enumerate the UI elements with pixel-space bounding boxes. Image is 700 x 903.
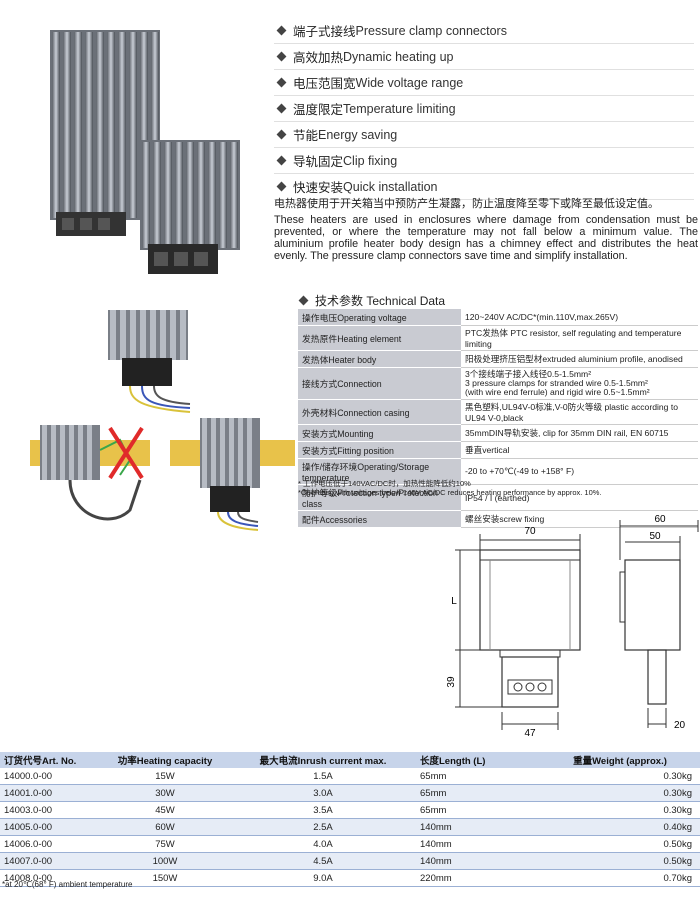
- wiring-diagram: [30, 310, 295, 531]
- footnote: *at 20℃(68° F) ambient temperature: [2, 880, 133, 889]
- diamond-bullet-icon: [276, 129, 287, 140]
- diamond-bullet-icon: [276, 25, 287, 36]
- diamond-bullet-icon: [276, 181, 287, 192]
- diamond-bullet-icon: [276, 77, 287, 88]
- table-header-row: 订货代号Art. No. 功率Heating capacity 最大电流Inru…: [0, 752, 700, 768]
- order-table: 订货代号Art. No. 功率Heating capacity 最大电流Inru…: [0, 752, 700, 887]
- dim-39: 39: [446, 676, 457, 688]
- dim-47: 47: [524, 728, 536, 739]
- tech-notes: * 工作电压低于140VAC/DC时，加热性能降低约10% *Operating…: [298, 479, 602, 497]
- table-row: 操作/储存环境Operating/Storage temperature-20 …: [298, 458, 698, 485]
- diamond-bullet-icon: [298, 295, 309, 306]
- diamond-bullet-icon: [276, 155, 287, 166]
- tech-data-title: 技术参数 Technical Data: [298, 292, 445, 309]
- intro-en: These heaters are used in enclosures whe…: [274, 214, 698, 262]
- dim-60: 60: [654, 514, 666, 525]
- dim-50: 50: [649, 531, 661, 542]
- dim-L: L: [451, 596, 457, 607]
- dim-20: 20: [674, 720, 686, 731]
- diamond-bullet-icon: [276, 103, 287, 114]
- diamond-bullet-icon: [276, 51, 287, 62]
- product-photo: [50, 30, 240, 274]
- table-row: 接线方式Connection 3个接线端子接入线径0.5-1.5mm² 3 pr…: [298, 367, 698, 400]
- intro-cn: 电热器使用于开关箱当中预防产生凝露，防止温度降至零下或降至最低设定值。: [274, 198, 659, 210]
- dimension-drawing: 70 L 39 47 60 50 20: [446, 514, 699, 739]
- dim-70: 70: [524, 526, 536, 537]
- intro-text: 电热器使用于开关箱当中预防产生凝露，防止温度降至零下或降至最低设定值。 Thes…: [274, 198, 698, 262]
